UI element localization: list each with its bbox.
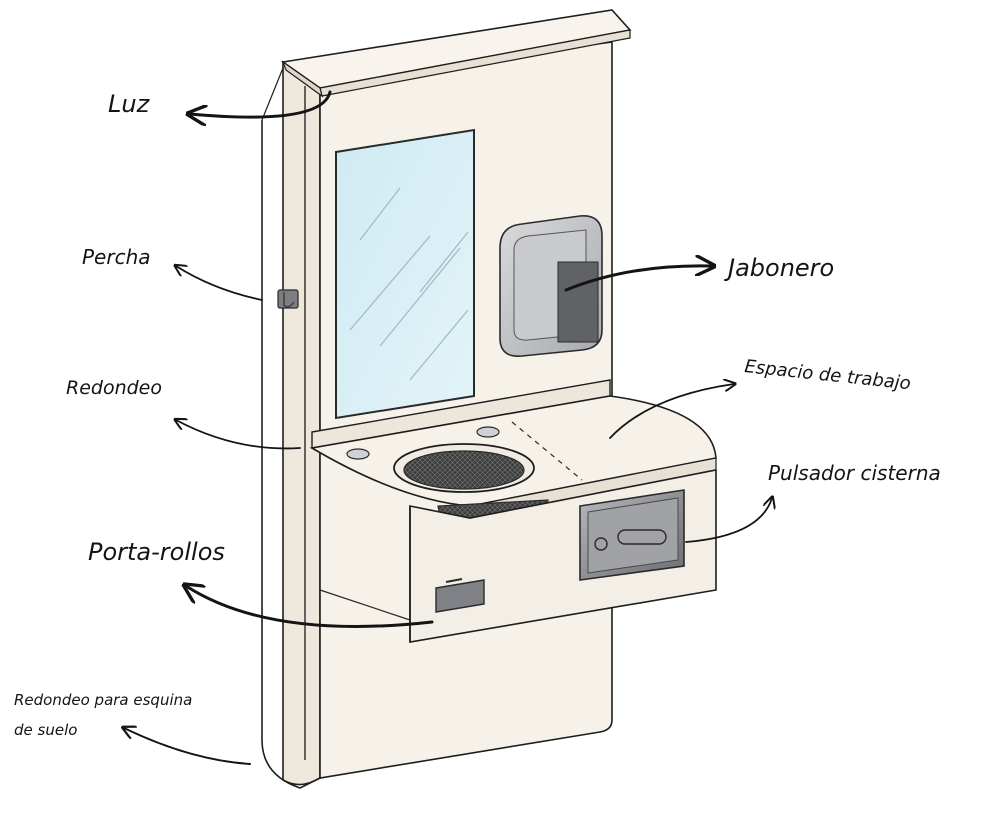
label-redondeo-suelo-line2: de suelo xyxy=(14,721,77,739)
arrow-pulsador xyxy=(685,498,772,543)
mirror-icon xyxy=(335,128,475,420)
label-luz: Luz xyxy=(108,90,151,118)
label-percha: Percha xyxy=(82,245,151,269)
arrow-porta-rollos xyxy=(186,586,434,628)
arrow-redondeo xyxy=(176,420,301,450)
label-pulsador-cisterna: Pulsador cisterna xyxy=(768,461,941,485)
soap-dispenser-icon xyxy=(499,215,603,357)
tap-left xyxy=(346,448,370,460)
unit-body xyxy=(261,9,717,789)
panel-side xyxy=(282,60,321,786)
light-icon xyxy=(280,9,632,98)
tap-right xyxy=(476,426,500,438)
toilet-roll-holder-icon xyxy=(435,578,485,613)
label-espacio-trabajo: Espacio de trabajo xyxy=(743,356,911,394)
arrow-redondeo-suelo xyxy=(124,728,251,765)
arrow-jabonero xyxy=(564,266,712,292)
hook-icon xyxy=(277,289,299,309)
arrow-percha xyxy=(176,266,263,301)
label-redondeo: Redondeo xyxy=(66,377,162,399)
callout-arrows xyxy=(124,90,772,765)
arrow-espacio-trabajo xyxy=(609,384,734,439)
flush-button-icon xyxy=(579,489,685,581)
label-porta-rollos: Porta-rollos xyxy=(88,538,225,566)
floor-corner-rounding xyxy=(261,739,321,789)
label-jabonero: Jabonero xyxy=(724,254,834,282)
arrow-luz xyxy=(190,90,332,117)
label-redondeo-suelo-line1: Redondeo para esquina xyxy=(14,691,192,709)
